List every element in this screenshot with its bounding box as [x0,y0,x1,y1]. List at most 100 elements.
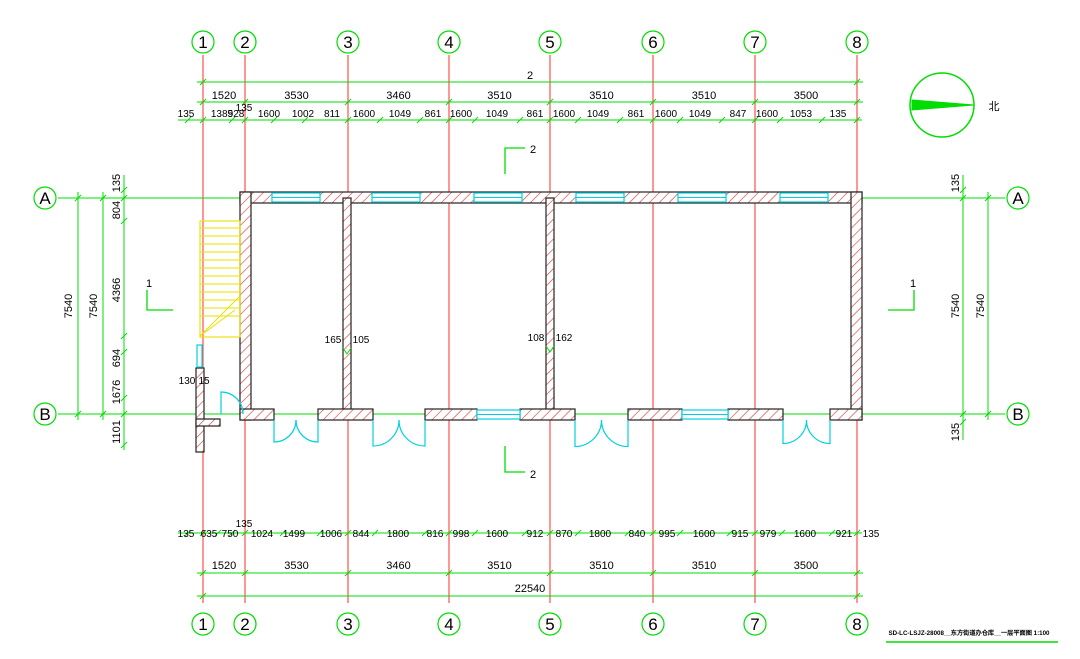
axis-bubble-bottom [191,612,215,636]
drawing-title: SD-LC-LSJZ-28008__东方街道办仓库__一层平面图 1:100 [889,629,1050,637]
top-detail-value: 847 [730,109,747,120]
top-detail-value: 1600 [450,109,473,120]
grid-axes [33,30,1030,636]
walls [195,191,863,453]
axis-bubble-top [233,30,257,54]
axis-label-bottom: 6 [648,615,657,634]
bottom-bays-tick [445,569,453,577]
bottom-detail-value: 998 [453,529,470,540]
axis-bubble-top [538,30,562,54]
top-bays-value: 3510 [589,90,613,102]
bottom-detail-tick [241,529,249,537]
axis-bubble-top [743,30,767,54]
row-label-right: B [1012,405,1023,424]
annotations [146,72,1058,643]
door-leaf [574,419,603,448]
wall-bottom-segment [727,408,784,421]
dimension-lines [74,78,992,600]
bottom-detail-tick [853,529,861,537]
wall-note: 15 [198,376,210,387]
bottom-detail-tick [199,529,207,537]
wall-left [239,191,252,421]
bottom-detail-tick [624,529,632,537]
left-inner-tick [99,410,107,418]
section-2-bottom-label: 2 [530,469,536,481]
top-detail-value: 861 [628,109,645,120]
top-detail-tick [228,116,236,124]
section-1-right-label: 1 [910,278,916,290]
bottom-detail-value: 1006 [320,529,343,540]
bottom-detail-tick [521,529,529,537]
axis-bubble-bottom [233,612,257,636]
top-detail-value: 135 [830,109,847,120]
right-outer-tick [984,194,992,202]
bottom-total-tick [199,592,207,600]
bottom-detail-value: 1800 [589,529,612,540]
wall-note: 105 [353,335,370,346]
wall-note-marker [342,347,352,355]
bottom-detail-value: 1024 [251,529,274,540]
bottom-detail-value: 915 [732,529,749,540]
door-leaf [600,419,629,448]
top-detail-value: 861 [527,109,544,120]
bottom-detail-tick [184,529,192,537]
bottom-bays-value: 3510 [487,560,511,572]
wall-bottom-segment [424,408,478,421]
top-bays-tick [546,98,554,106]
right-inner-tick [959,418,967,426]
bottom-detail-tick [676,529,684,537]
top-bays-tick [241,98,249,106]
bottom-bays-value: 1520 [212,560,236,572]
axis-label-top: 8 [852,33,861,52]
row-label-left: A [39,189,51,208]
top-bays-value: 3510 [487,90,511,102]
bottom-bays-tick [853,569,861,577]
axis-bubble-top [641,30,665,54]
wall-right [850,191,863,421]
top-detail-tick [376,116,384,124]
axis-bubble-top [845,30,869,54]
top-detail-tick [301,116,309,124]
top-detail-tick [416,116,424,124]
bottom-detail-tick [471,529,479,537]
stair-outline [199,220,241,338]
left-detail-tick [120,441,128,449]
axis-bubble-bottom [437,612,461,636]
wall-entry-stub [195,367,205,453]
bottom-detail-value: 1600 [794,529,817,540]
top-bays-tick [344,98,352,106]
bottom-bays-value: 3460 [386,560,410,572]
left-detail-value: 1101 [111,420,123,444]
top-detail-tick [184,116,192,124]
bottom-detail-value: 995 [659,529,676,540]
bottom-detail-tick [421,529,429,537]
right-inner-tick [959,194,967,202]
door-leaf [805,419,831,445]
bottom-detail-tick [316,529,324,537]
bottom-detail-value: 135 [863,529,880,540]
right-outer-value: 7540 [975,294,987,318]
bottom-bays-value: 3510 [589,560,613,572]
top-bays-tick [649,98,657,106]
wall-entry-cap [195,418,221,427]
bottom-offset-value: 135 [236,519,253,530]
axis-label-top: 5 [545,33,554,52]
left-detail-value: 804 [111,201,123,219]
bottom-detail-value: 912 [527,529,544,540]
door-leaf [220,391,244,415]
bottom-detail-value: 750 [222,529,239,540]
axis-label-bottom: 8 [852,615,861,634]
bottom-detail-value: 870 [556,529,573,540]
top-detail-value: 1600 [553,109,576,120]
top-bays-tick [751,98,759,106]
row-label-left: B [39,405,50,424]
bottom-detail-tick [828,529,836,537]
top-detail-value: 1049 [587,109,610,120]
top-detail-value: 1053 [790,109,813,120]
left-detail-value: 4366 [111,278,123,302]
row-bubble-right [1006,402,1030,426]
wall-note: 165 [325,335,342,346]
left-detail-value: 1676 [111,380,123,404]
left-detail-tick [120,217,128,225]
left-inner-value: 7540 [88,294,100,318]
